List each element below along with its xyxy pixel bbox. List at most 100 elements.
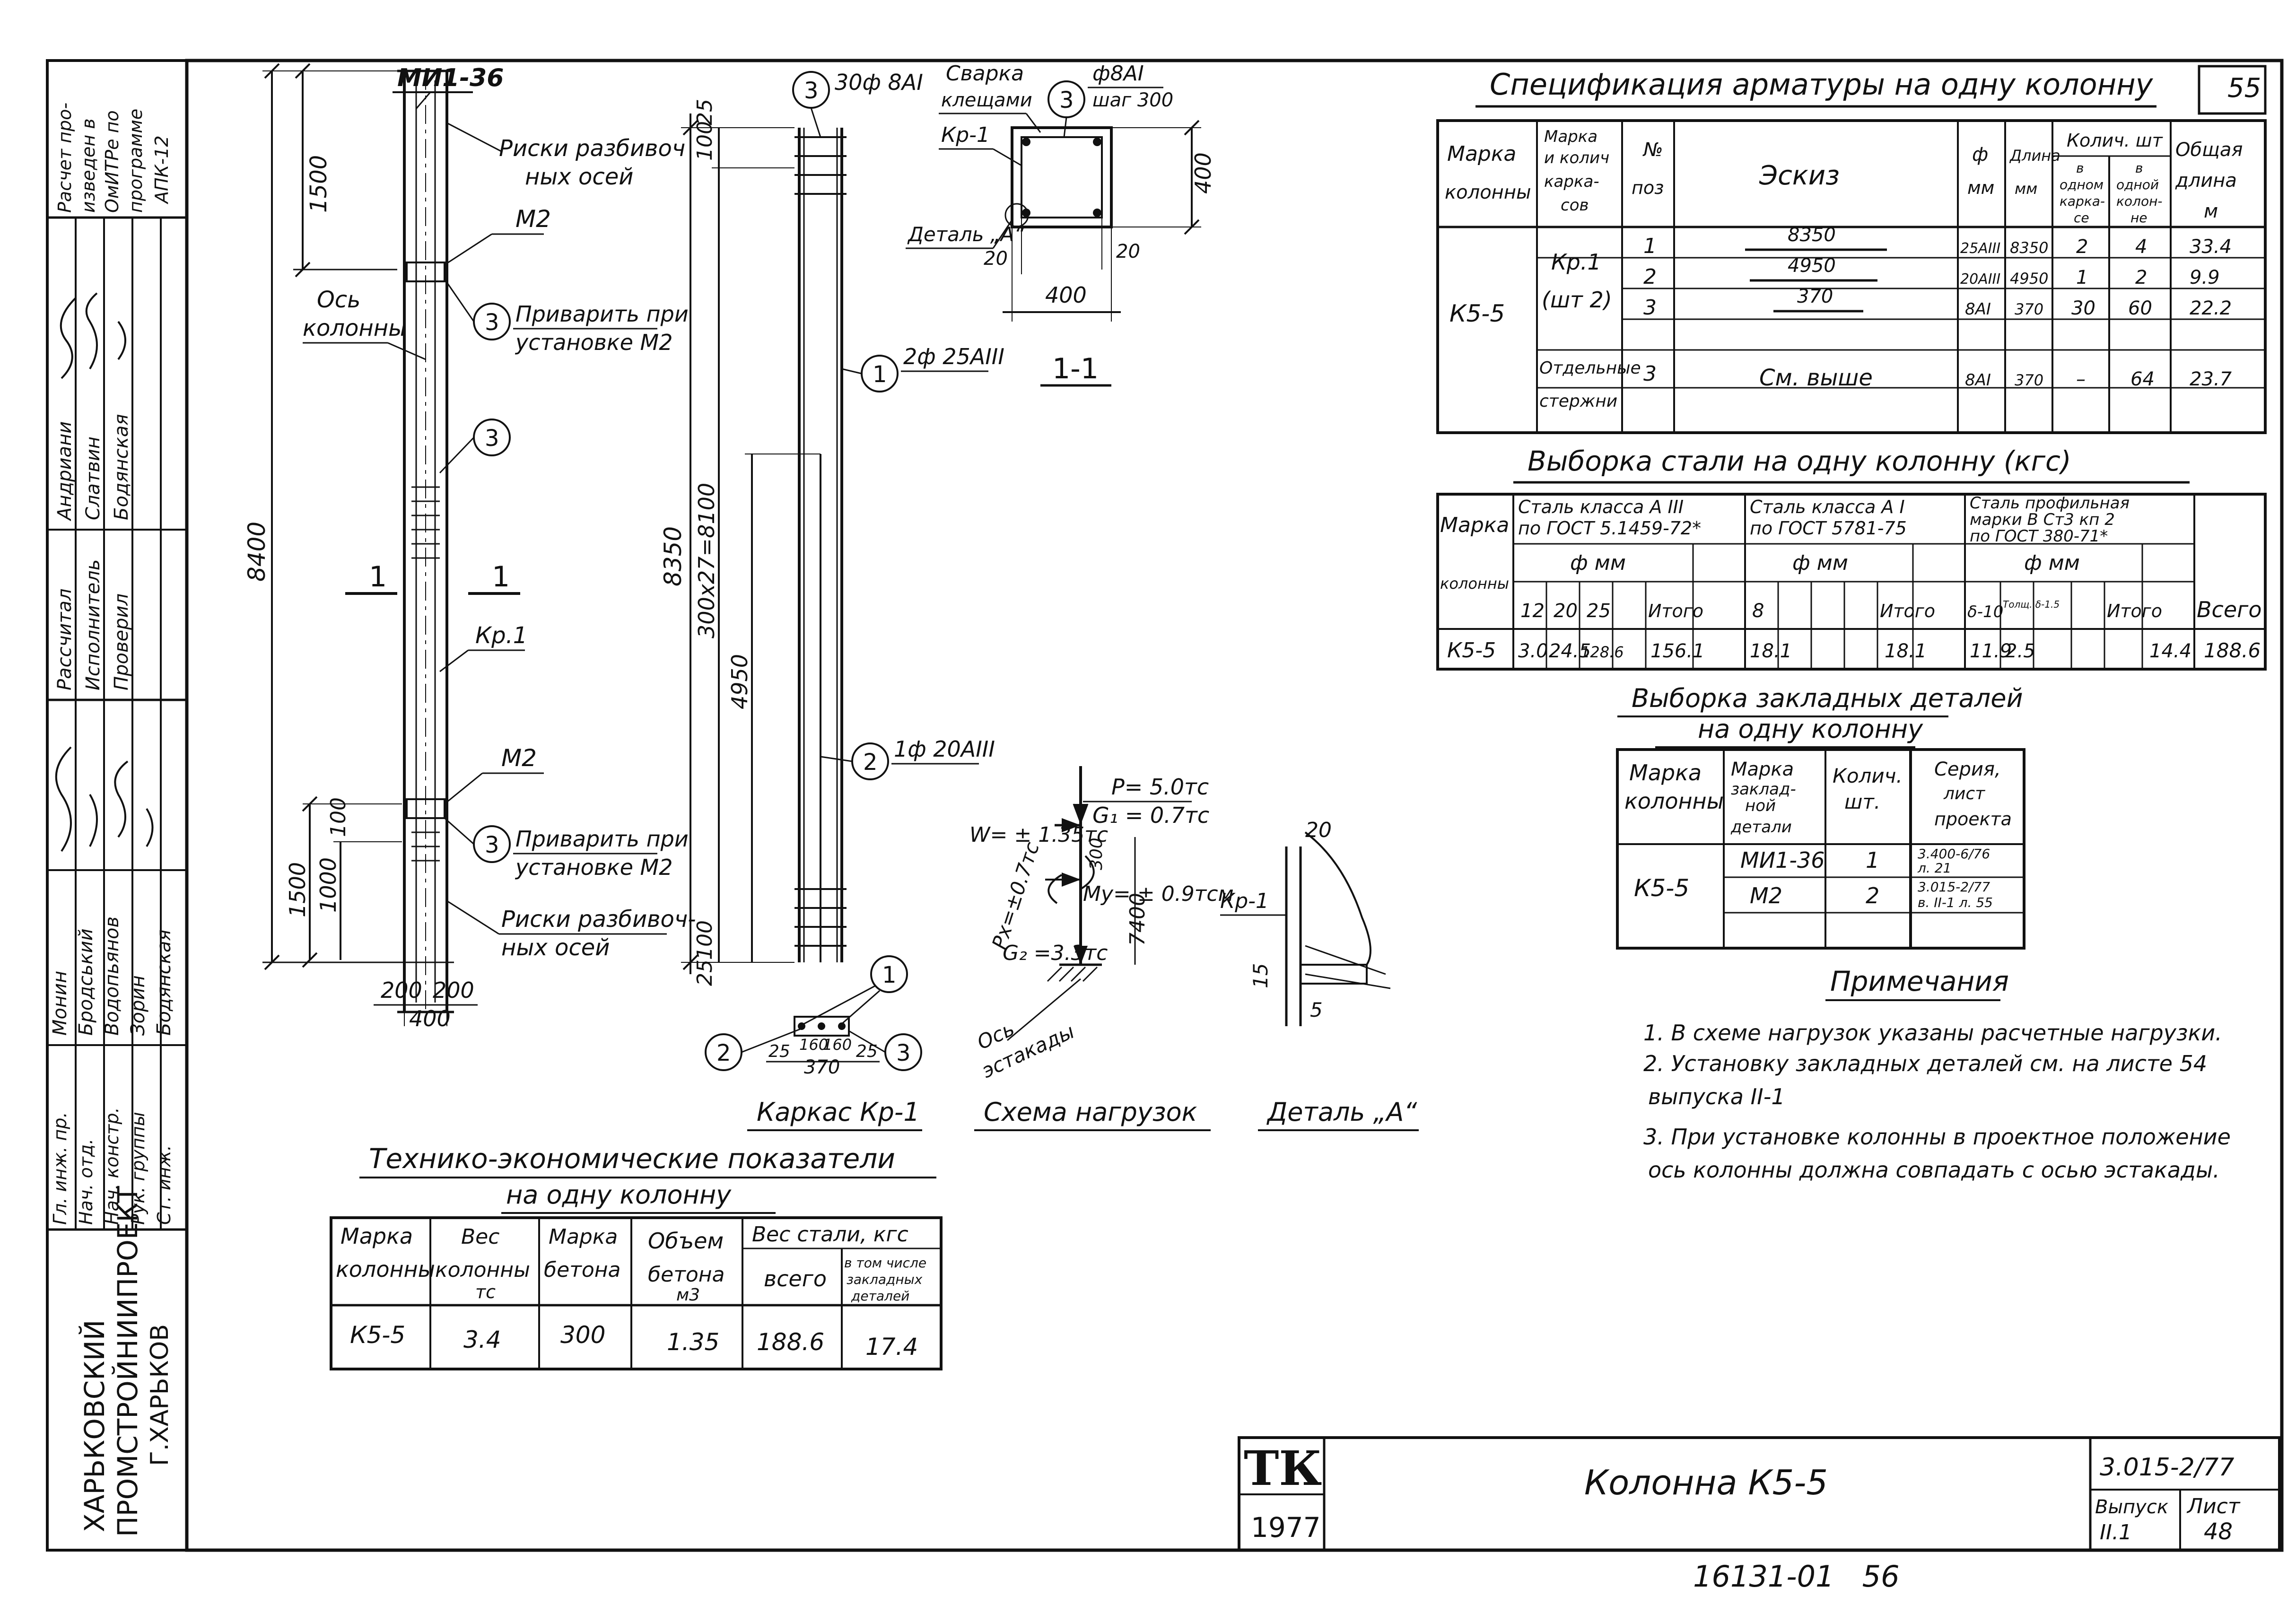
spec-h-qty-cage-4: се xyxy=(2074,210,2089,226)
tech-h-volume-2: бетона xyxy=(648,1263,725,1287)
cage-bar-2: 1ф 20АIII xyxy=(894,736,995,762)
cage-bubble-3: 3 xyxy=(804,78,819,104)
spec-h-cage-4: сов xyxy=(1561,196,1589,215)
spec-r1-pos: 1 xyxy=(1643,234,1657,258)
cage-bubble-1: 1 xyxy=(873,361,887,388)
tech-h-weight-2: колонны xyxy=(435,1258,530,1282)
bubble-3-bottom: 3 xyxy=(485,832,499,858)
spec-h-qty: Колич. шт xyxy=(2067,130,2164,151)
sec-weld-1: Сварка xyxy=(946,61,1024,86)
spec-r3-pos: 3 xyxy=(1643,296,1657,320)
risks-bottom-2: ных осей xyxy=(501,934,610,961)
stamp-series: 3.015-2/77 xyxy=(2100,1453,2234,1482)
cage-dim-100-bottom: 100 xyxy=(693,920,717,960)
spec-r1-qcage: 2 xyxy=(2076,236,2088,258)
spec-h-qty-col-4: не xyxy=(2130,210,2148,226)
tk-logo: ТК xyxy=(1244,1440,1322,1496)
spec-column-mark: К5-5 xyxy=(1449,300,1505,327)
load-title: Схема нагрузок xyxy=(984,1097,1197,1127)
steel-a1-1: Сталь класса А I xyxy=(1750,497,1905,517)
embedded-table: Выборка закладных деталей на одну колонн… xyxy=(1616,683,2025,950)
steel-row-a3-12: 3.0 xyxy=(1518,640,1548,662)
cage-dim-pitch: 300x27=8100 xyxy=(694,483,719,638)
dim-1500-top: 1500 xyxy=(306,155,332,213)
sec-stirrup-1: ф8АI xyxy=(1092,61,1144,86)
cage-dim-8350: 8350 xyxy=(659,526,687,586)
section-1-1: Сварка клещами 3 ф8АI шаг 300 Кр-1 Детал… xyxy=(906,61,1216,387)
emb-r2-qty: 2 xyxy=(1866,883,1879,908)
steel-row-pr-itogo: 14.4 xyxy=(2149,640,2191,662)
emb-h-detail-4: детали xyxy=(1730,818,1792,837)
emb-column-mark: К5-5 xyxy=(1634,874,1689,902)
name-monin: Монин xyxy=(49,971,71,1036)
load-My: My= ± 0.9тсм xyxy=(1083,882,1234,906)
spec-h-cage-3: карка- xyxy=(1544,172,1599,191)
tech-row-concrete: 300 xyxy=(560,1321,605,1349)
risks-top-2: ных осей xyxy=(525,164,633,190)
steel-dia-a3: ф мм xyxy=(1570,551,1626,575)
sheet-number-top: 55 xyxy=(2227,73,2261,104)
spec-loose-sketch: См. выше xyxy=(1759,365,1873,391)
spec-r1-total: 33.4 xyxy=(2190,236,2232,258)
emb-r2-series-2: в. II-1 л. 55 xyxy=(1918,895,1993,910)
name-vodopyanov: Водопьянов xyxy=(101,916,123,1036)
tech-h-volume-3: м3 xyxy=(676,1285,700,1305)
side-note-1: Расчет про- xyxy=(54,103,75,213)
spec-r1-sketch: 8350 xyxy=(1788,224,1836,246)
column-elevation: МИ1-36 Риски разбивоч ных осей М2 3 Прив… xyxy=(243,63,696,1031)
steel-row-a1-itogo: 18.1 xyxy=(1885,640,1927,662)
column-top-label: МИ1-36 xyxy=(397,64,504,92)
spec-r3-sketch: 370 xyxy=(1797,286,1833,307)
bubble-3-middle: 3 xyxy=(485,425,499,452)
emb-r1-series-1: 3.400-6/76 xyxy=(1918,846,1990,862)
emb-h-detail-2: заклад- xyxy=(1731,780,1796,799)
cage-dim-100-top: 100 xyxy=(693,121,717,161)
risks-bottom-1: Риски разбивоч- xyxy=(501,906,696,933)
sec-dim-400-v: 400 xyxy=(1190,152,1216,194)
steel-pr-1: Сталь профильная xyxy=(1970,494,2130,513)
spec-r3-qcage: 30 xyxy=(2071,297,2095,319)
spec-h-qty-col-3: колон- xyxy=(2116,193,2162,209)
spec-h-qty-col-2: одной xyxy=(2116,177,2159,192)
steel-mark-2: колонны xyxy=(1440,575,1509,593)
spec-h-total-2: длина xyxy=(2175,170,2237,192)
role-proveril: Проверил xyxy=(111,593,132,690)
name-slatvin: Слатвин xyxy=(82,436,104,520)
tech-table: Технико-экономические показатели на одну… xyxy=(330,1143,943,1370)
tech-h-weight-1: Вес xyxy=(461,1225,499,1249)
role-ispolnitel: Исполнитель xyxy=(82,559,104,690)
tech-title-1: Технико-экономические показатели xyxy=(369,1143,895,1175)
steel-col-8: 8 xyxy=(1752,600,1764,622)
steel-total-label: Всего xyxy=(2197,597,2261,622)
cage-dim-25-bottom: 25 xyxy=(693,960,717,986)
spec-r2-pos: 2 xyxy=(1643,265,1657,289)
emb-h-detail-3: ной xyxy=(1745,796,1776,815)
emb-h-qty-1: Колич. xyxy=(1833,764,1903,787)
tech-title-2: на одну колонну xyxy=(506,1180,732,1210)
signature-scribble-2 xyxy=(55,746,154,852)
emb-r1-detail: МИ1-36 xyxy=(1740,847,1825,873)
name-zorin: Зорин xyxy=(127,975,149,1036)
emb-h-series-3: проекта xyxy=(1934,809,2012,829)
spec-h-qty-cage-2: одном xyxy=(2060,177,2104,192)
emb-h-qty-2: шт. xyxy=(1844,790,1880,813)
cage-bar-1: 2ф 25АIII xyxy=(903,344,1004,369)
tech-h-steel-emb-2: закладных xyxy=(847,1272,923,1287)
steel-col-itogo-a1: Итого xyxy=(1880,601,1935,621)
spec-h-mark-1: Марка xyxy=(1447,142,1516,166)
spec-r2-total: 9.9 xyxy=(2190,267,2220,288)
emb-r2-detail: М2 xyxy=(1750,883,1782,908)
spec-r3-qcol: 60 xyxy=(2128,297,2152,319)
note-3b: ось колонны должна совпадать с осью эста… xyxy=(1648,1157,2220,1183)
side-note-5: АПК-12 xyxy=(151,135,172,205)
spec-r1-qcol: 4 xyxy=(2135,236,2147,258)
emb-r2-series-1: 3.015-2/77 xyxy=(1918,879,1990,895)
steel-mark-1: Марка xyxy=(1440,513,1509,537)
emb-title-2: на одну колонну xyxy=(1698,714,1923,744)
steel-row-mark: К5-5 xyxy=(1447,638,1496,663)
spec-r3-len: 370 xyxy=(2015,300,2043,318)
spec-cage-mark-1: Кр.1 xyxy=(1551,249,1601,275)
spec-h-total-1: Общая xyxy=(2175,139,2243,161)
spec-r3-total: 22.2 xyxy=(2190,297,2232,319)
